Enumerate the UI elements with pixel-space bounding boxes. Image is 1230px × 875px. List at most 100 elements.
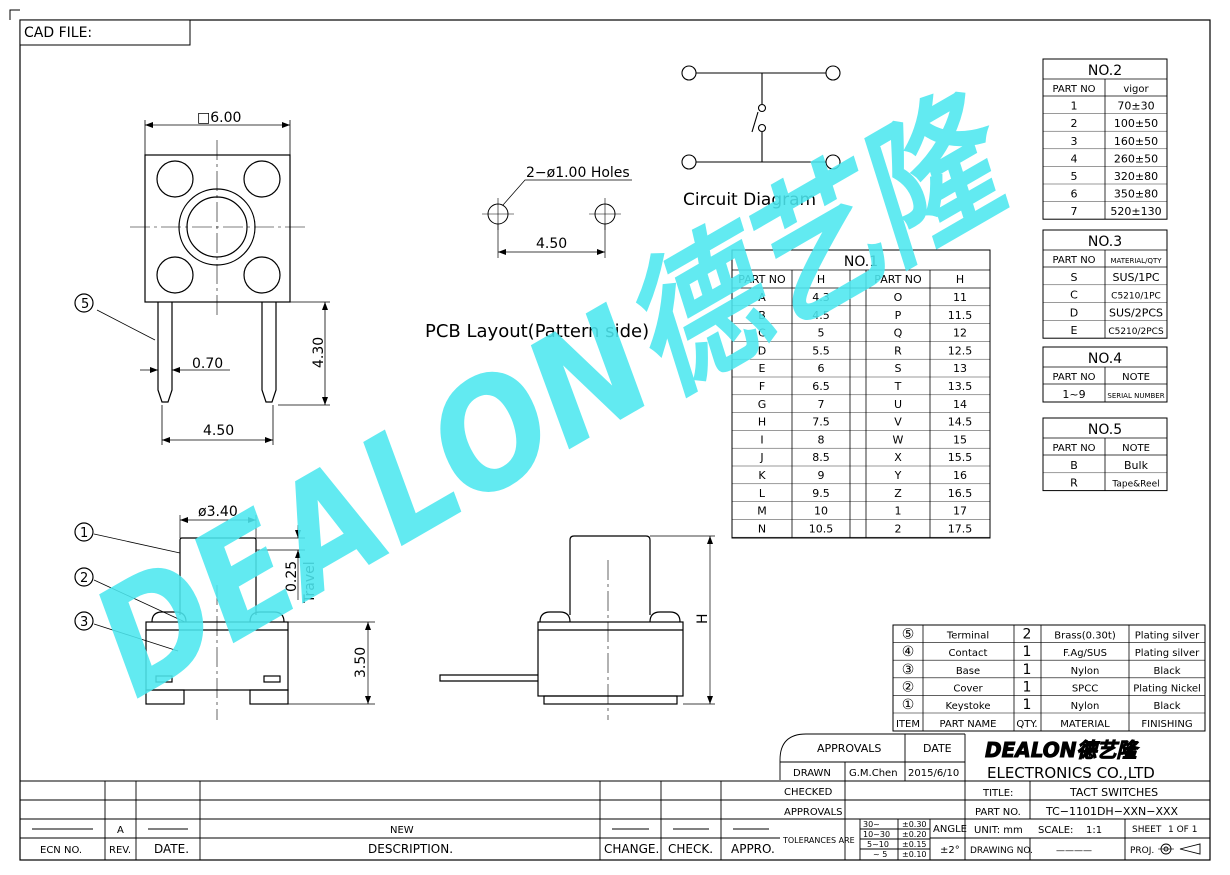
bom-cell: ⑤: [902, 627, 915, 643]
table_no2-cell: 100±50: [1114, 117, 1158, 130]
table-no1-cell: T: [894, 380, 902, 393]
table_no2-cell: 4: [1071, 152, 1078, 165]
table-no1-cell: 2: [895, 522, 902, 535]
pcb-title: PCB Layout(Pattern side): [425, 321, 649, 342]
table_no3-title: NO.3: [1088, 234, 1122, 250]
table-no1-cell: F: [759, 380, 765, 393]
tol-value-2: ±0.20: [902, 830, 927, 839]
table-no1-cell: R: [894, 344, 902, 357]
table-no1-header: PART NO: [738, 273, 786, 286]
title-label: TITLE:: [982, 788, 1013, 799]
bom-cell: Terminal: [946, 631, 989, 642]
circuit-title: Circuit Diagram: [683, 190, 816, 210]
table_no3-cell: SUS/2PCS: [1109, 306, 1163, 319]
table-no1-cell: C: [758, 327, 766, 340]
front-width-dim: □6.00: [197, 110, 241, 126]
bom-cell: ①: [902, 697, 915, 713]
pin-width-dim: 0.70: [192, 356, 223, 372]
table_no5-title: NO.5: [1088, 422, 1122, 438]
bom-cell: F.Ag/SUS: [1063, 648, 1107, 659]
bom-cell: Keystoke: [946, 701, 991, 712]
table-no1-cell: S: [895, 362, 902, 375]
tol-value-4: ±0.10: [902, 850, 927, 859]
bom-cell: Plating Nickel: [1133, 683, 1201, 694]
table-no1-cell: 11: [953, 291, 967, 304]
table-no1-cell: V: [894, 416, 902, 429]
table-no1-cell: B: [758, 309, 766, 322]
cap-dia-dim: ø3.40: [198, 504, 238, 520]
bom-header: MATERIAL: [1060, 719, 1110, 730]
table-no1-cell: 15.5: [948, 451, 973, 464]
table-no1-title: NO.1: [844, 254, 878, 270]
table-no1-cell: 13: [953, 362, 967, 375]
table-no1-cell: 13.5: [948, 380, 973, 393]
bom-cell: ④: [902, 644, 915, 660]
table_no5-cell: B: [1070, 459, 1078, 472]
table-no1-cell: A: [758, 291, 766, 304]
table_no2-cell: 320±80: [1114, 170, 1158, 183]
bom-header: ITEM: [896, 719, 920, 730]
bom-cell: ②: [902, 679, 915, 695]
table_no2-cell: 260±50: [1114, 152, 1158, 165]
bom-cell: Nylon: [1071, 701, 1100, 712]
table_no3-cell: D: [1070, 306, 1078, 319]
pcb-holes-label: 2−ø1.00 Holes: [526, 165, 630, 181]
table-no1-cell: 9: [818, 469, 825, 482]
cad-file-box: CAD FILE:: [19, 19, 191, 46]
bom-cell: SPCC: [1072, 683, 1098, 694]
tol-value-1: ±0.30: [902, 820, 927, 829]
table-no1-cell: Q: [894, 327, 903, 340]
table_no2-header: PART NO: [1052, 84, 1095, 95]
table-no1-cell: 8.5: [812, 451, 830, 464]
table-no1-cell: 5.5: [812, 344, 830, 357]
ecn-no-header: ECN NO.: [40, 845, 82, 856]
circuit-diagram: [681, 65, 841, 170]
table-no1-cell: H: [758, 416, 766, 429]
table-no1-cell: 12: [953, 327, 967, 340]
bom-cell: 1: [1023, 679, 1032, 695]
table-no1-cell: D: [758, 344, 766, 357]
change-header: CHANGE.: [604, 842, 659, 856]
proj-label: PROJ.: [1130, 846, 1154, 856]
pcb-pitch-dim: 4.50: [536, 236, 567, 252]
travel-label: Travel: [302, 561, 318, 604]
drawn-by: G.M.Chen: [849, 768, 898, 779]
table_no3-header: PART NO: [1052, 255, 1095, 266]
body-height-dim: 3.50: [353, 647, 369, 678]
svg-text:5: 5: [81, 297, 89, 312]
scale-label: SCALE:: [1038, 825, 1073, 836]
table-no1-cell: W: [893, 433, 904, 446]
table-no1-cell: 1: [895, 505, 902, 518]
table_no3-cell: E: [1071, 324, 1078, 337]
table_no2-cell: 350±80: [1114, 188, 1158, 201]
table-no1-cell: I: [760, 433, 763, 446]
bom-cell: Black: [1153, 666, 1180, 677]
table_no2-cell: 2: [1071, 117, 1078, 130]
appro-header: APPRO.: [731, 842, 775, 856]
bom-cell: Brass(0.30t): [1054, 631, 1116, 642]
table-no1-cell: L: [759, 487, 766, 500]
table-no1-cell: 15: [953, 433, 967, 446]
tolerances-label: TOLERANCES ARE: [782, 836, 855, 845]
table-no1-cell: Z: [894, 487, 902, 500]
table-no1-cell: E: [759, 362, 766, 375]
table_no3-cell: S: [1071, 271, 1078, 284]
table_no5-cell: Tape&Reel: [1111, 480, 1159, 490]
table-no1-cell: 6.5: [812, 380, 830, 393]
table_no2-cell: 1: [1071, 100, 1078, 113]
tol-range-4: ~ 5: [873, 850, 887, 859]
table-no1-cell: 10.5: [809, 522, 834, 535]
approvals-header: APPROVALS: [817, 742, 881, 755]
table-no1-cell: N: [758, 522, 766, 535]
part-no-label: PART NO.: [975, 807, 1021, 818]
table-no1-cell: 11.5: [948, 309, 973, 322]
table-no1-cell: K: [758, 469, 766, 482]
tol-range-1: 30~: [863, 820, 880, 829]
table-no1-cell: 6: [818, 362, 825, 375]
table-no1-cell: U: [894, 398, 902, 411]
